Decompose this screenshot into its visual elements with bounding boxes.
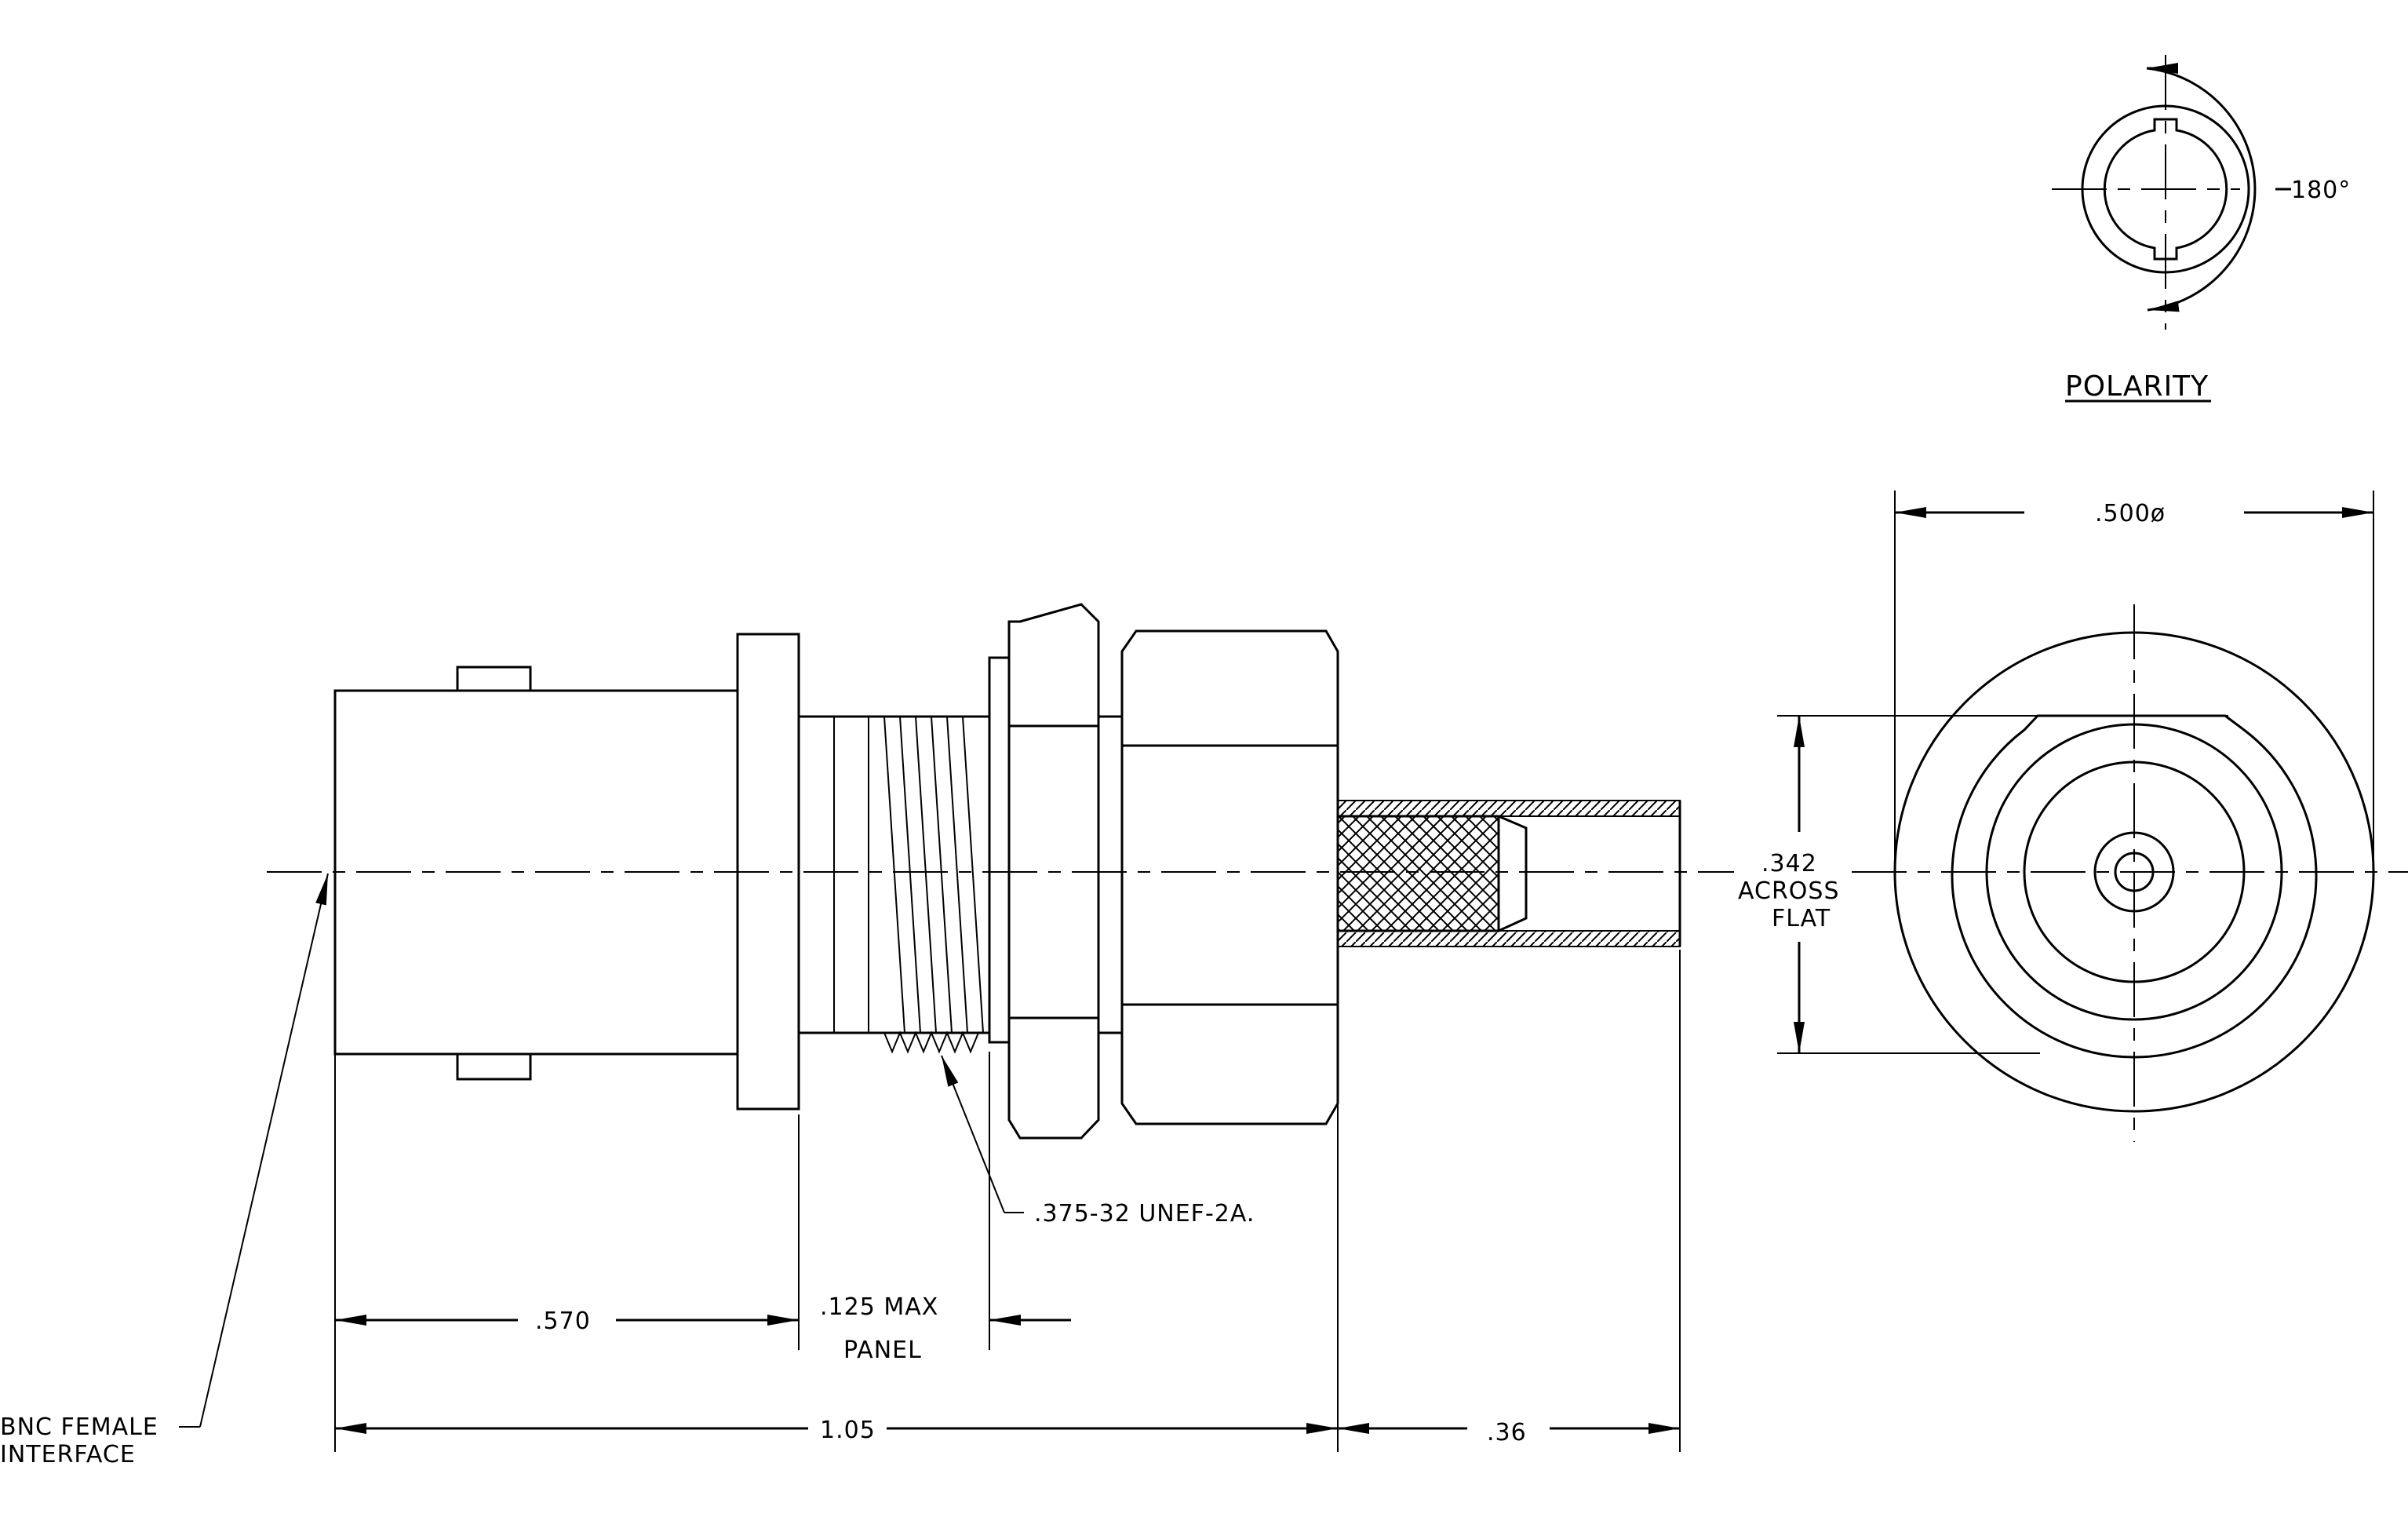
across-flat-line1: ACROSS [1738, 877, 1840, 905]
dimension-flange-to-panel: .570 [335, 1308, 799, 1335]
dimension-across-flat: .342 ACROSS FLAT [1738, 715, 2228, 1054]
across-flat-value: .342 [1761, 850, 1817, 877]
interface-callout-line2: INTERFACE [0, 1441, 136, 1468]
diameter-label: .500ø [2095, 500, 2166, 527]
thread-callout: .375-32 UNEF-2A. [941, 1055, 1255, 1227]
dimension-crimp-length: .36 [1338, 1419, 1680, 1446]
flange-to-panel-label: .570 [535, 1308, 591, 1335]
interface-callout: BNC FEMALE INTERFACE [0, 873, 329, 1468]
across-flat-line2: FLAT [1772, 905, 1831, 932]
thread-callout-label: .375-32 UNEF-2A. [1034, 1200, 1255, 1227]
thread-lines [883, 716, 984, 1034]
connector-front-view [1852, 604, 2408, 1142]
polarity-view: 180° POLARITY [2052, 55, 2351, 403]
interface-callout-line1: BNC FEMALE [0, 1413, 158, 1441]
polarity-angle-label: 180° [2291, 177, 2351, 204]
dimension-body-length: 1.05 [335, 1417, 1338, 1444]
connector-side-view [267, 603, 1734, 1140]
body-length-label: 1.05 [820, 1417, 876, 1444]
crimp-length-label: .36 [1487, 1419, 1527, 1446]
dimension-diameter: .500ø [1894, 491, 2374, 872]
dimension-panel: .125 MAX PANEL [820, 1293, 1071, 1364]
panel-word-label: PANEL [843, 1337, 922, 1364]
panel-max-label: .125 MAX [820, 1293, 938, 1321]
page-title: POLARITY [2065, 370, 2209, 403]
